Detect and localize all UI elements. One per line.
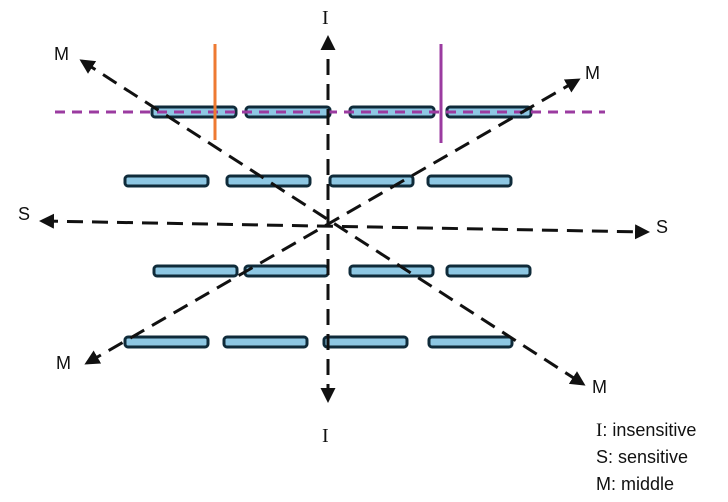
legend: I: insensitive S: sensitive M: middle (596, 420, 696, 494)
bar-row3-item3 (348, 264, 435, 278)
bar-row2-item4 (426, 174, 513, 188)
bar-row2-item2 (225, 174, 312, 188)
legend-item-sensitive: S: sensitive (596, 447, 688, 467)
legend-item-insensitive: I: insensitive (596, 420, 696, 441)
bar-row4-item3 (322, 335, 409, 349)
bar-row3-item2 (243, 264, 330, 278)
bar-row4-item2 (222, 335, 309, 349)
legend-text-sensitive: : sensitive (608, 447, 688, 467)
bar-row3-item1 (152, 264, 239, 278)
legend-key-sensitive: S (596, 447, 608, 467)
legend-key-middle: M (596, 474, 611, 494)
label-s-right: S (656, 217, 668, 237)
legend-item-middle: M: middle (596, 474, 674, 494)
label-m-bottom-left: M (56, 353, 71, 373)
axes (39, 35, 650, 403)
label-s-left: S (18, 204, 30, 224)
bar-row2-item1 (123, 174, 210, 188)
label-m-top-right: M (585, 63, 600, 83)
legend-text-insensitive: : insensitive (602, 420, 696, 440)
legend-key-insensitive: I (596, 420, 602, 441)
label-i-top: I (322, 7, 329, 29)
legend-text-middle: : middle (611, 474, 674, 494)
label-m-top-left: M (54, 44, 69, 64)
label-m-bottom-right: M (592, 377, 607, 397)
label-i-bottom: I (322, 425, 329, 447)
bar-row4-item1 (123, 335, 210, 349)
bar-row3-item4 (445, 264, 532, 278)
middle-axis-ascending (84, 78, 581, 365)
bar-row4-item4 (427, 335, 514, 349)
